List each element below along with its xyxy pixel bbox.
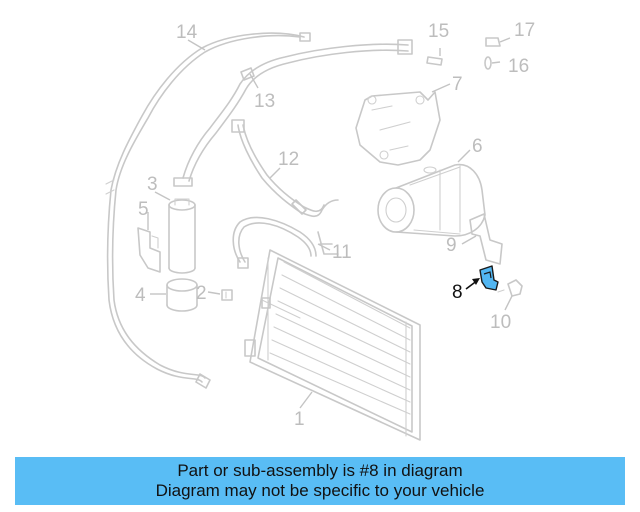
callout-16: 16 <box>508 56 529 77</box>
caption-banner: Part or sub-assembly is #8 in diagram Di… <box>15 457 625 505</box>
callout-10: 10 <box>490 312 511 333</box>
part-13-ac-line <box>173 39 413 187</box>
part-10-bolt <box>497 279 523 297</box>
part-16-o-ring <box>484 56 492 70</box>
callout-4: 4 <box>135 285 146 306</box>
part-6-compressor <box>377 163 486 237</box>
leader-lines <box>147 37 513 409</box>
callout-13: 13 <box>254 91 275 112</box>
part-11-ac-line <box>232 216 339 269</box>
part-8-highlighted <box>479 265 499 291</box>
parts-diagram: 1 2 3 4 5 6 7 8 9 10 11 12 13 14 15 16 1… <box>105 20 535 441</box>
callout-7: 7 <box>452 74 463 95</box>
callout-2: 2 <box>196 283 207 304</box>
part-14-ac-line <box>105 32 311 389</box>
callout-15: 15 <box>428 21 449 42</box>
callout-5: 5 <box>138 199 149 220</box>
part-9-bracket <box>469 213 503 265</box>
part-3-receiver-drier <box>168 198 196 274</box>
callout-8: 8 <box>452 282 463 303</box>
callout-12: 12 <box>278 149 299 170</box>
callout-11: 11 <box>332 242 352 263</box>
part-7-compressor-bracket <box>355 91 441 166</box>
callout-9: 9 <box>446 235 457 256</box>
callout-3: 3 <box>147 174 158 195</box>
part-12-ac-line <box>231 119 339 218</box>
callout-17: 17 <box>514 20 535 41</box>
part-4-clamp <box>166 278 198 312</box>
caption-line-disclaimer: Diagram may not be specific to your vehi… <box>155 481 485 500</box>
part-5-bracket <box>137 227 161 273</box>
part-2-fitting <box>221 289 233 301</box>
callout-6: 6 <box>472 136 483 157</box>
part-1-condenser <box>244 249 421 441</box>
part-17-cap <box>485 37 501 47</box>
caption-line-part: Part or sub-assembly is #8 in diagram <box>177 461 463 480</box>
callout-1: 1 <box>294 409 305 430</box>
callout-14: 14 <box>176 22 198 43</box>
part-15-fitting <box>426 56 443 66</box>
